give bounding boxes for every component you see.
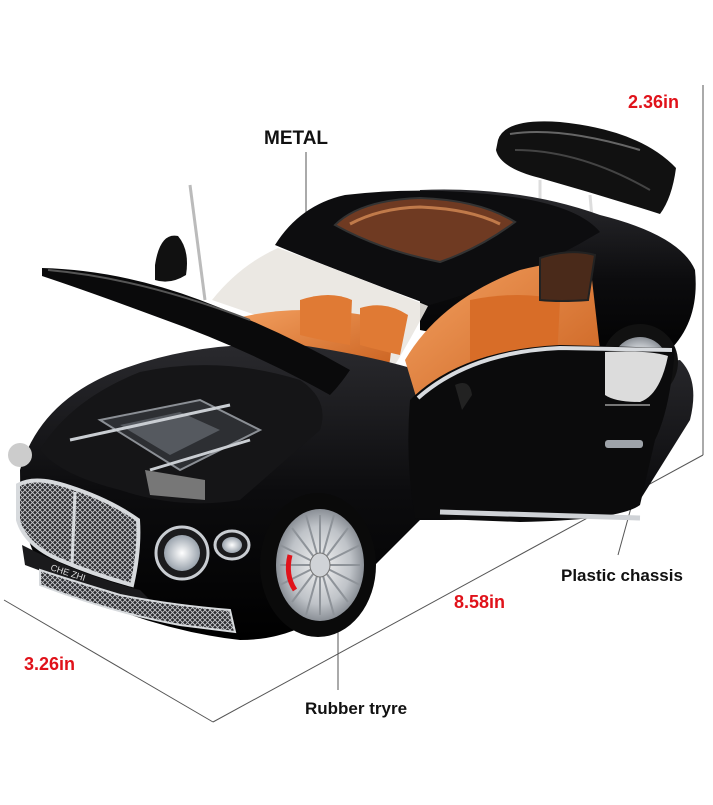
- width-line: [3, 599, 214, 723]
- open-door: [408, 345, 675, 522]
- front-wheel: [260, 493, 376, 637]
- height-dimension: 2.36in: [628, 92, 680, 112]
- chassis-label: Plastic chassis: [561, 566, 683, 585]
- length-dimension: 8.58in: [454, 592, 506, 612]
- headlights: [8, 443, 251, 581]
- hood: [42, 184, 350, 395]
- tyre-label: Rubber tryre: [305, 699, 408, 718]
- width-dimension: 3.26in: [24, 654, 76, 674]
- metal-label: METAL: [264, 128, 329, 149]
- side-mirror: [155, 235, 187, 282]
- front-grille: CHE ZHI: [16, 478, 237, 634]
- engine-bay: [40, 365, 323, 504]
